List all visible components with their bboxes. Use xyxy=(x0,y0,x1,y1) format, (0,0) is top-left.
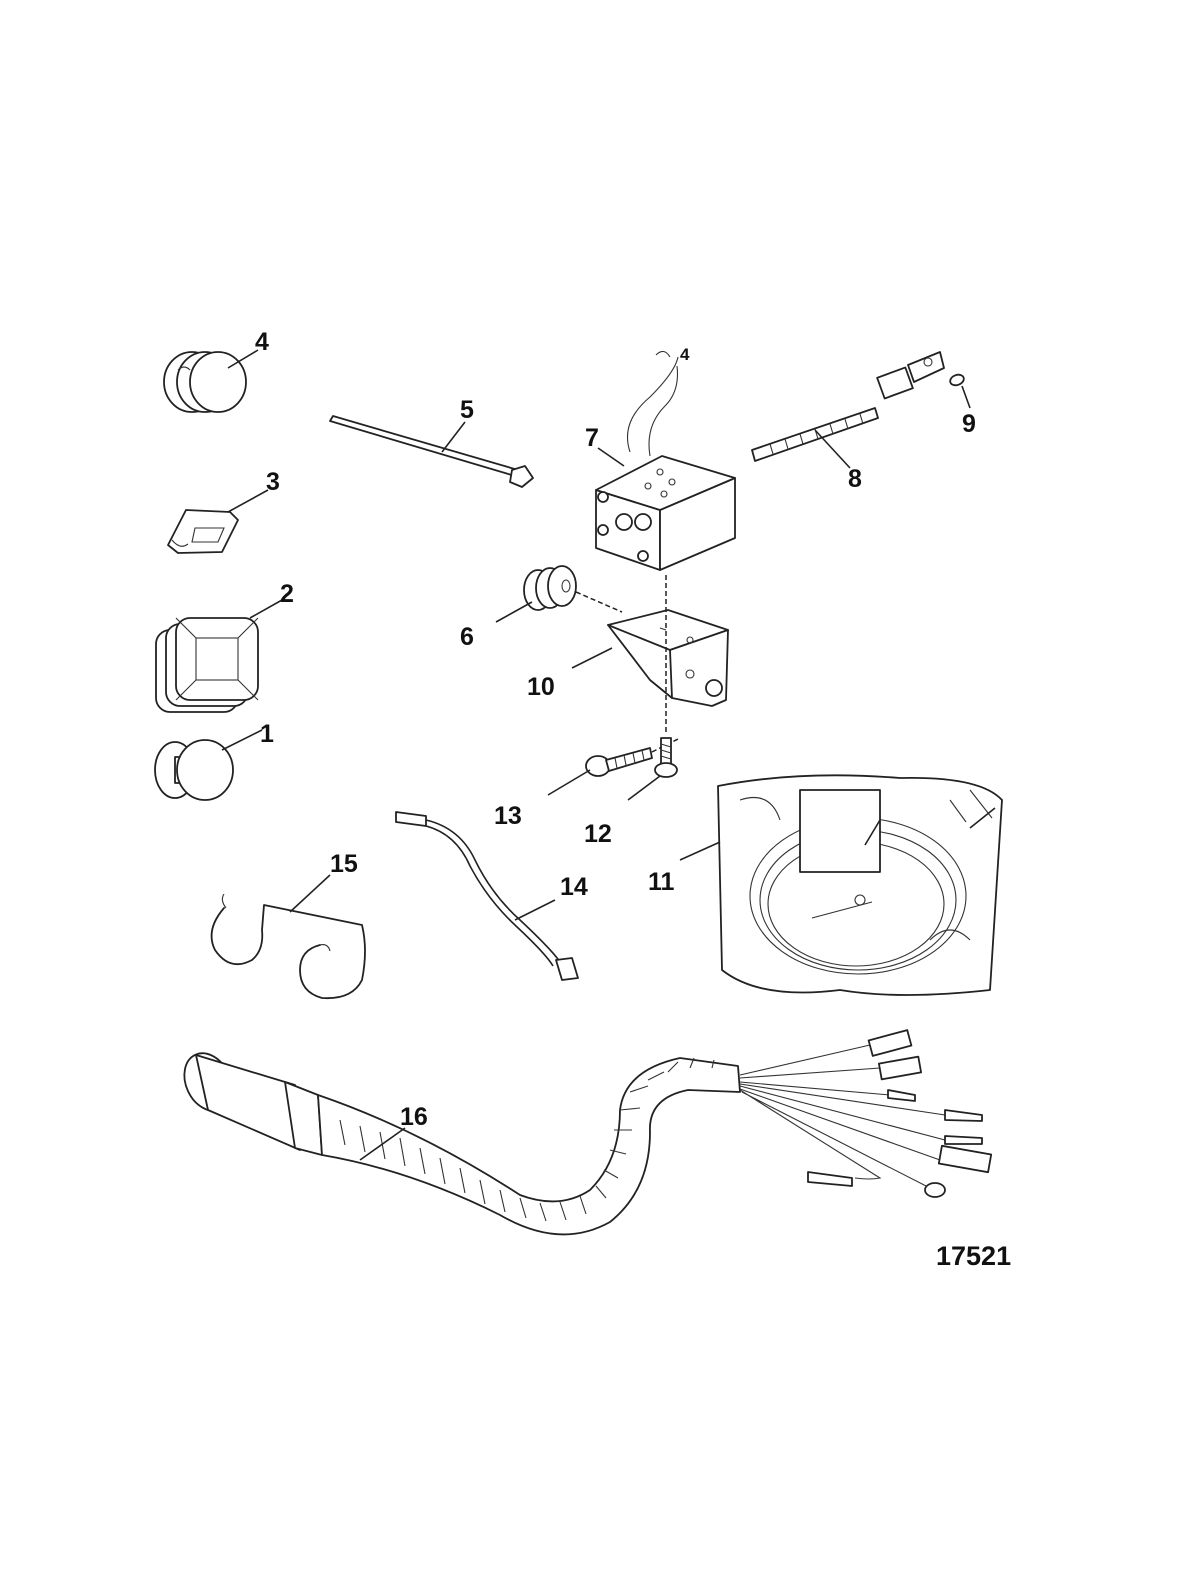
figure-number: 17521 xyxy=(936,1241,1011,1271)
part-10-bracket xyxy=(607,609,729,707)
leader-9 xyxy=(961,385,971,409)
callout-2: 2 xyxy=(280,580,294,608)
callout-8: 8 xyxy=(848,465,862,493)
callout-3: 3 xyxy=(266,468,280,496)
leader-7 xyxy=(597,447,625,467)
callout-12: 12 xyxy=(584,820,612,848)
leader-11 xyxy=(679,841,721,861)
part-1-plug xyxy=(154,739,234,801)
leader-16 xyxy=(359,1127,406,1161)
callout-16: 16 xyxy=(400,1103,428,1131)
part-7-solenoid xyxy=(595,350,736,571)
part-14-lead-wire xyxy=(395,811,579,981)
part-8-stud xyxy=(751,351,945,462)
leader-10 xyxy=(571,647,613,669)
part-11-wiring-kit xyxy=(717,774,1003,996)
part-5-cable-tie xyxy=(329,415,534,488)
callout-13: 13 xyxy=(494,802,522,830)
leader-2 xyxy=(249,599,283,619)
callout-7-a: 4 xyxy=(680,345,690,364)
callout-7: 7 xyxy=(585,424,599,452)
part-2-grommet xyxy=(155,617,259,713)
part-13-screw xyxy=(585,747,653,777)
callout-4: 4 xyxy=(255,328,269,356)
leader-6 xyxy=(495,601,533,623)
callout-11: 11 xyxy=(648,868,675,896)
callout-1: 1 xyxy=(260,720,274,748)
leader-5 xyxy=(441,421,466,453)
leader-15 xyxy=(289,874,331,913)
callout-9: 9 xyxy=(962,410,976,438)
part-9-washer xyxy=(949,373,965,387)
callout-5: 5 xyxy=(460,396,474,424)
leader-1 xyxy=(221,729,263,751)
part-12-screw xyxy=(654,737,678,778)
assembly-line-13 xyxy=(651,737,681,753)
leader-14 xyxy=(514,899,556,921)
part-15-retaining-clip xyxy=(210,893,366,1000)
leader-11-box xyxy=(864,819,881,846)
assembly-line-6 xyxy=(575,591,623,613)
leader-12 xyxy=(627,775,661,801)
leader-11-corner xyxy=(969,807,996,829)
part-6-bumper xyxy=(523,565,577,611)
leader-8 xyxy=(814,429,851,469)
callout-6: 6 xyxy=(460,623,474,651)
callout-10: 10 xyxy=(527,673,555,701)
part-3-clip xyxy=(167,509,239,554)
callout-14: 14 xyxy=(560,873,588,901)
part-16-wiring-harness xyxy=(183,1029,993,1236)
leader-3 xyxy=(227,489,269,513)
part-4-plug xyxy=(163,351,247,413)
leader-13 xyxy=(547,769,591,796)
callout-15: 15 xyxy=(330,850,358,878)
leader-4 xyxy=(227,349,259,369)
